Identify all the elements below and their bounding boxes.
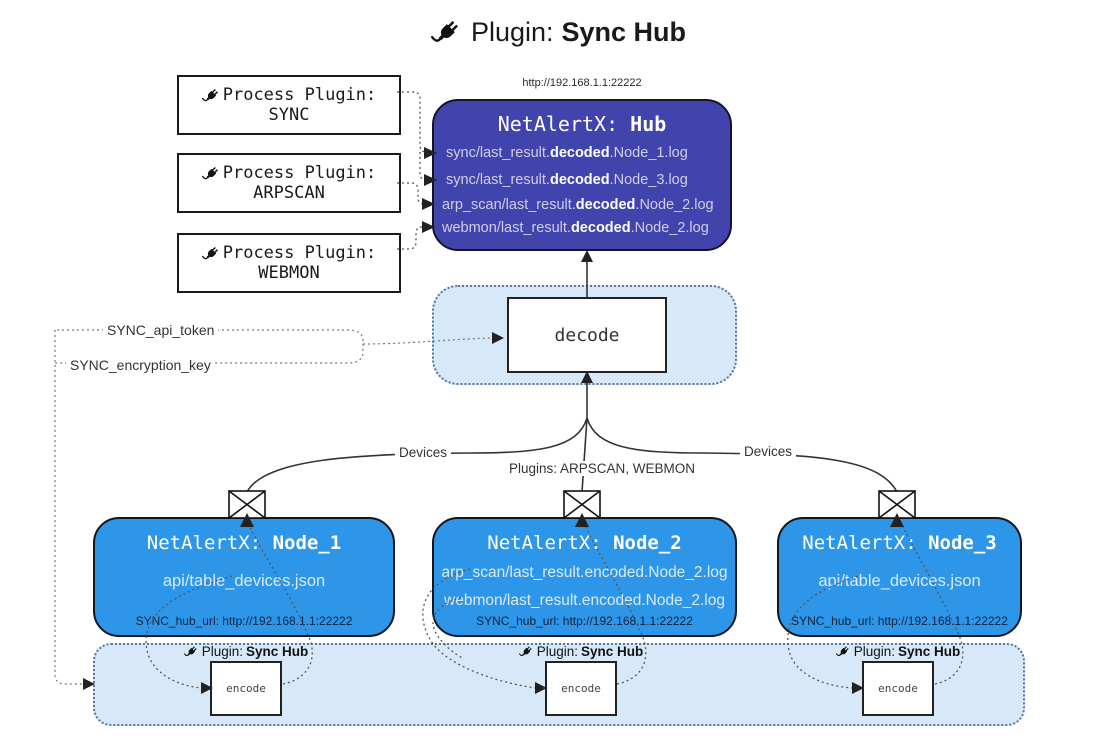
process-plugin-arpscan-box: Process Plugin: ARPSCAN: [177, 153, 401, 213]
envelope-icon: [563, 490, 601, 519]
sync-encryption-key-label: SYNC_encryption_key: [66, 357, 215, 373]
plug-icon: [519, 644, 534, 659]
node3-file: api/table_devices.json: [818, 572, 981, 590]
hub-box: NetAlertX: Hub sync/last_result.decoded.…: [432, 99, 732, 251]
node2-hub-url: SYNC_hub_url: http://192.168.1.1:22222: [476, 614, 693, 628]
plug-icon: [184, 644, 199, 659]
node3-box: NetAlertX: Node_3 api/table_devices.json…: [777, 517, 1022, 637]
plug-icon: [202, 86, 221, 105]
plug-icon: [202, 244, 221, 263]
hub-url-label: http://192.168.1.1:22222: [522, 77, 642, 89]
node1-box: NetAlertX: Node_1 api/table_devices.json…: [93, 517, 395, 637]
hub-log-line: sync/last_result.decoded.Node_1.log: [446, 145, 688, 161]
diagram-title: Plugin: Sync Hub: [0, 16, 1117, 48]
encode3-box: encode: [862, 661, 934, 716]
plug-icon: [202, 164, 221, 183]
process-plugin-label: Process Plugin:: [222, 243, 377, 263]
devices-right-label: Devices: [740, 444, 797, 459]
process-plugin-label: Process Plugin:: [222, 85, 377, 105]
node2-file: arp_scan/last_result.encoded.Node_2.log: [441, 564, 728, 581]
encode2-box: encode: [545, 661, 617, 716]
envelope-icon: [878, 490, 916, 519]
hub-log-line: webmon/last_result.decoded.Node_2.log: [442, 220, 709, 236]
plug-icon: [836, 644, 851, 659]
encode-label: encode: [561, 682, 601, 695]
envelope-icon: [228, 490, 266, 519]
hub-title: NetAlertX: Hub: [434, 112, 730, 136]
devices-left-label: Devices: [395, 445, 452, 460]
hub-log-line: sync/last_result.decoded.Node_3.log: [446, 172, 688, 188]
encoder1-plugin-label: Plugin: Sync Hub: [161, 644, 331, 659]
decode-label: decode: [554, 324, 620, 346]
process-plugin-name: ARPSCAN: [253, 183, 325, 203]
plug-icon: [431, 16, 463, 48]
node2-file: webmon/last_result.encoded.Node_2.log: [444, 592, 725, 609]
diagram-title-name: Sync Hub: [561, 16, 687, 47]
encode1-box: encode: [210, 661, 282, 716]
node2-title: NetAlertX: Node_2: [487, 532, 682, 554]
process-plugin-name: SYNC: [268, 105, 310, 125]
decode-box: decode: [507, 297, 667, 373]
hub-title-prefix: NetAlertX:: [497, 112, 619, 136]
hub-log-line: arp_scan/last_result.decoded.Node_2.log: [442, 197, 714, 213]
process-plugin-label: Process Plugin:: [222, 163, 377, 183]
node1-file: api/table_devices.json: [162, 572, 326, 590]
hub-title-name: Hub: [630, 112, 667, 136]
node3-hub-url: SYNC_hub_url: http://192.168.1.1:22222: [791, 614, 1008, 628]
encode-label: encode: [226, 682, 266, 695]
diagram-title-prefix: Plugin:: [470, 16, 554, 47]
connector-process-to-hub: [397, 91, 437, 250]
node1-hub-url: SYNC_hub_url: http://192.168.1.1:22222: [135, 614, 353, 628]
encoder3-plugin-label: Plugin: Sync Hub: [813, 644, 983, 659]
node1-title: NetAlertX: Node_1: [146, 532, 342, 554]
node3-title: NetAlertX: Node_3: [802, 532, 997, 554]
process-plugin-name: WEBMON: [258, 263, 320, 283]
sync-api-token-label: SYNC_api_token: [103, 322, 219, 338]
plugins-mid-label: Plugins: ARPSCAN, WEBMON: [505, 461, 700, 476]
encoder2-plugin-label: Plugin: Sync Hub: [496, 644, 666, 659]
process-plugin-sync-box: Process Plugin: SYNC: [177, 75, 401, 135]
encode-label: encode: [878, 682, 918, 695]
process-plugin-webmon-box: Process Plugin: WEBMON: [177, 233, 401, 293]
node2-box: NetAlertX: Node_2 arp_scan/last_result.e…: [432, 517, 737, 637]
